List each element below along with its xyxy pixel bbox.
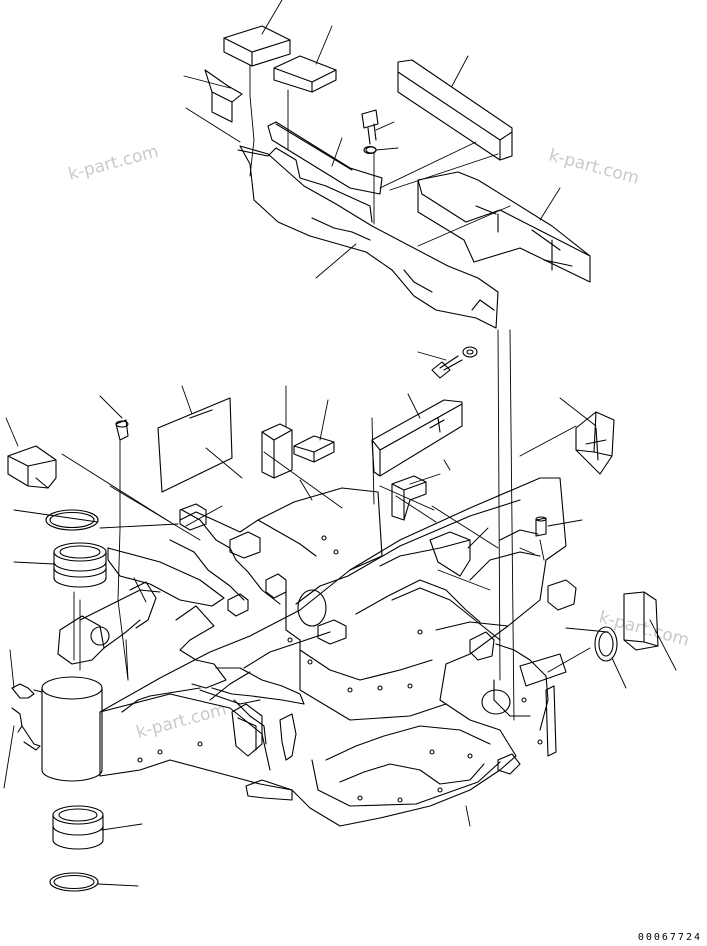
side-bracket-small bbox=[205, 70, 242, 122]
watermark-top-right: k-part.com bbox=[547, 146, 642, 189]
block-tall bbox=[262, 424, 292, 478]
cover-plate-right-lower bbox=[418, 172, 590, 282]
o-ring-lower bbox=[50, 873, 98, 891]
angle-bracket bbox=[392, 476, 426, 520]
frame-lower-rails bbox=[246, 654, 566, 800]
cylinder-mount bbox=[232, 704, 296, 760]
block-small bbox=[294, 436, 334, 462]
small-stud bbox=[116, 420, 128, 440]
square-plate-right bbox=[624, 592, 658, 650]
watermark-top-left: k-part.com bbox=[66, 142, 161, 185]
watermark-lower-left: k-part.com bbox=[134, 700, 229, 743]
bushing-lower bbox=[53, 806, 103, 849]
grease-fitting-lower bbox=[12, 708, 40, 750]
o-ring-upper bbox=[46, 510, 98, 530]
pad-left-block bbox=[8, 446, 56, 488]
leader-lines bbox=[4, 0, 676, 886]
cover-plate-right-upper bbox=[398, 60, 512, 160]
document-number: 00067724 bbox=[638, 932, 702, 943]
cover-strip-upper bbox=[268, 122, 382, 194]
frame-arm-left bbox=[58, 548, 224, 664]
grease-fitting-upper bbox=[12, 684, 42, 698]
bushing-upper bbox=[54, 543, 106, 587]
frame-blocks bbox=[180, 504, 576, 660]
top-cover-plate bbox=[238, 146, 498, 328]
frame-holes bbox=[138, 536, 542, 802]
bolt-side bbox=[432, 347, 477, 378]
frame-links bbox=[176, 606, 304, 744]
wedge-pad bbox=[372, 400, 462, 476]
top-pad-b bbox=[274, 56, 336, 92]
boss-cylinder bbox=[42, 677, 102, 781]
revolving-frame bbox=[100, 478, 566, 826]
pin-right bbox=[536, 517, 546, 536]
flat-plate-sheet bbox=[158, 398, 232, 492]
top-pad-a bbox=[224, 26, 290, 66]
square-plate bbox=[576, 412, 614, 474]
